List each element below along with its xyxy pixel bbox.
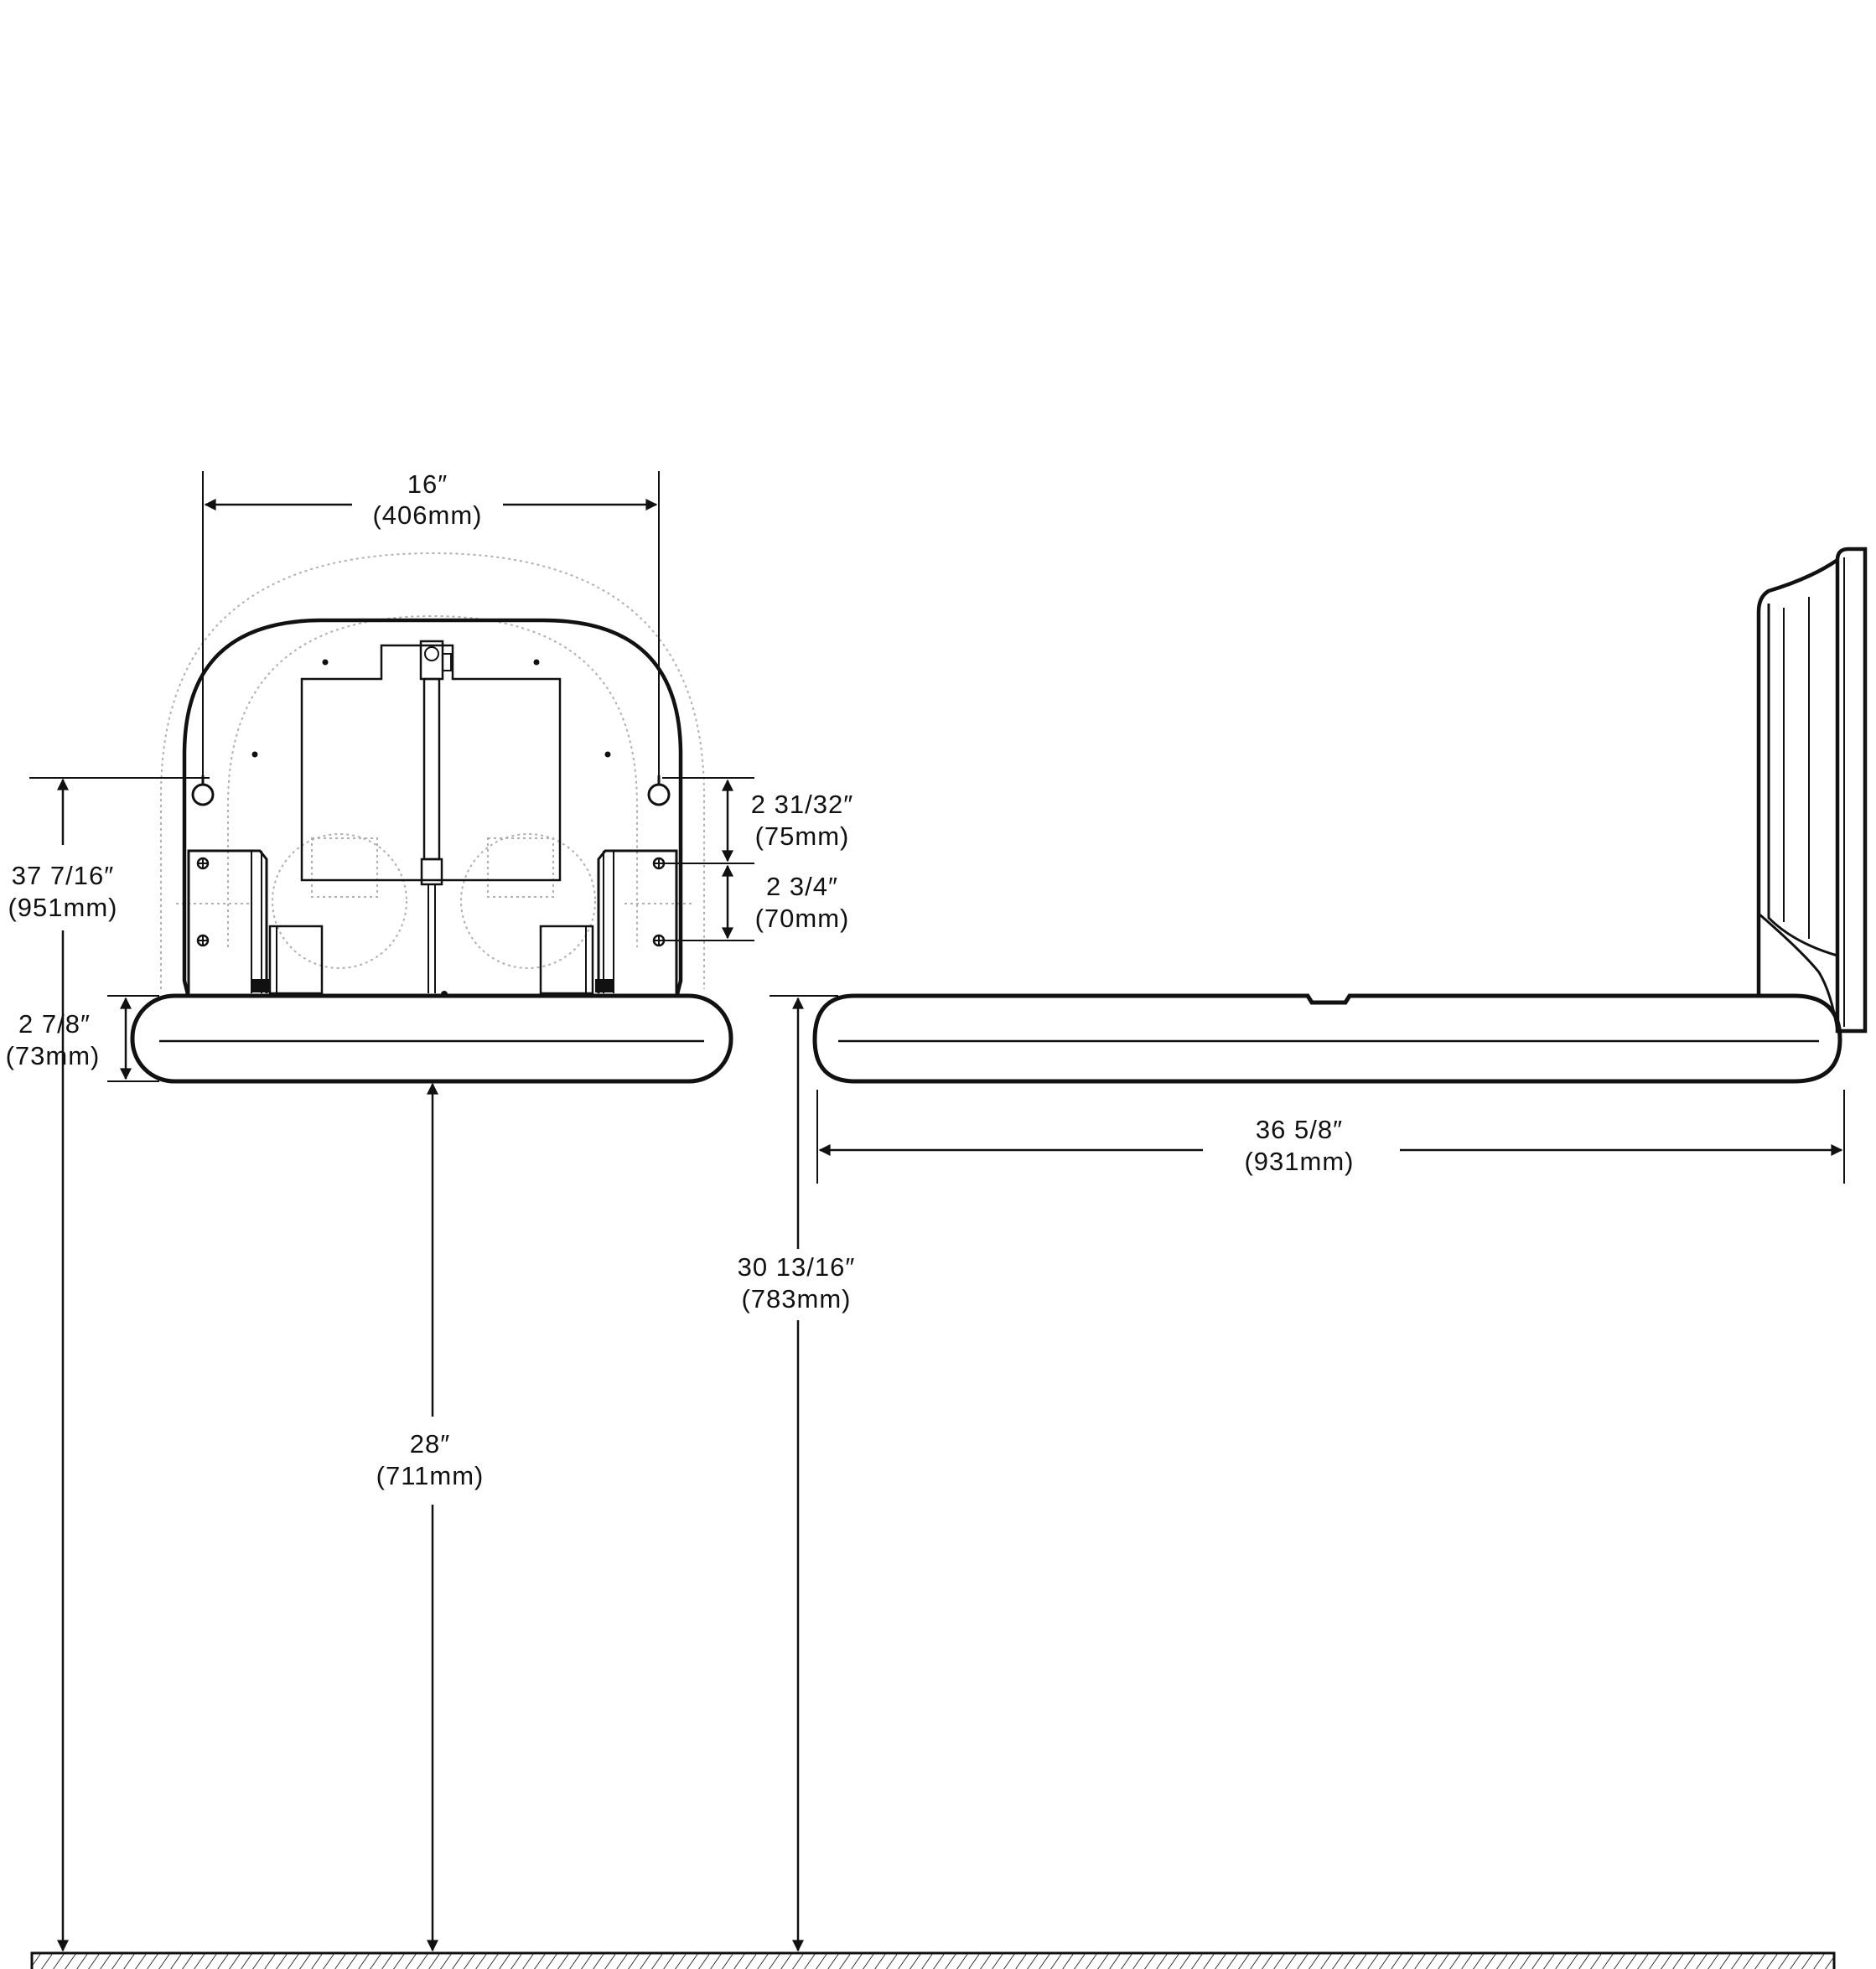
- bed-top-height-imperial: 30 13/16″: [738, 1252, 856, 1282]
- bed-underside-height-metric: (711mm): [376, 1461, 485, 1490]
- hole-height-metric: (951mm): [8, 893, 117, 922]
- hole-height-imperial: 37 7/16″: [12, 861, 114, 890]
- gas-strut: [419, 640, 452, 997]
- bed-thickness-imperial: 2 7/8″: [18, 1009, 91, 1039]
- bed-underside-height-imperial: 28″: [410, 1429, 450, 1459]
- front-view: [130, 552, 733, 1084]
- side-wall-plate: [1835, 547, 1868, 1034]
- front-ghost-outline: [160, 552, 705, 989]
- side-bed: [812, 993, 1842, 1084]
- bed-thickness-metric: (73mm): [6, 1041, 101, 1070]
- front-ghost-inner: [227, 614, 638, 947]
- front-wall-panel: [182, 618, 683, 998]
- hole-spacing-imperial: 16″: [407, 469, 448, 499]
- bracket-offset-upper-imperial: 2 31/32″: [751, 790, 853, 819]
- screw-right-lower-icon: [652, 934, 666, 947]
- bracket-offset-lower-metric: (70mm): [755, 904, 850, 933]
- front-ghost-left-basket: [311, 837, 378, 898]
- dimension-labels: 16″ (406mm) 37 7/16″ (951mm) 2 31/32″ (7…: [6, 469, 1354, 1490]
- bracket-offset-lower-imperial: 2 3/4″: [766, 872, 838, 901]
- bed-top-height-metric: (783mm): [741, 1284, 851, 1314]
- front-ghost-right-basket: [487, 837, 554, 898]
- bed-projection-imperial: 36 5/8″: [1256, 1115, 1343, 1144]
- screw-left-lower-icon: [196, 934, 210, 947]
- bracket-offset-upper-metric: (75mm): [755, 821, 850, 851]
- bed-projection-metric: (931mm): [1244, 1147, 1354, 1176]
- front-bracket-right: [539, 849, 678, 995]
- screw-right-upper-icon: [652, 857, 666, 870]
- hole-spacing-metric: (406mm): [372, 500, 482, 530]
- screw-left-upper-icon: [196, 857, 210, 870]
- front-cover-plate: [300, 644, 562, 882]
- dimension-lines: [29, 471, 1845, 1952]
- floor: [30, 1951, 1836, 1969]
- front-bracket-left: [187, 849, 324, 995]
- front-ghost-right-circle: [460, 833, 596, 969]
- side-body: [1756, 558, 1839, 996]
- front-ghost-left-circle: [272, 833, 407, 969]
- screw-dots: [251, 659, 611, 758]
- side-view: [812, 547, 1868, 1084]
- front-bed: [130, 993, 733, 1084]
